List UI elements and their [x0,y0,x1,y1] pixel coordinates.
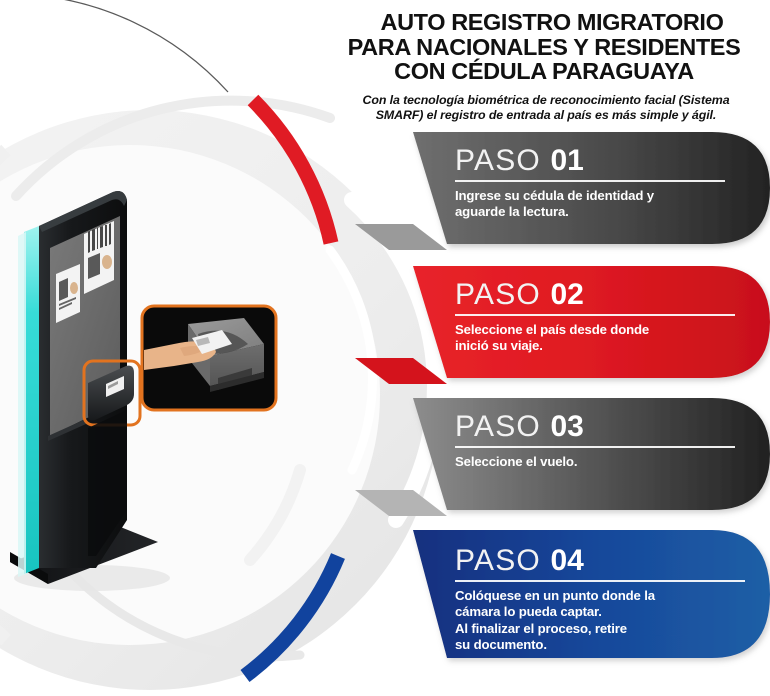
step-02-tail-flap [355,358,447,384]
blue-arc [240,553,345,683]
step-card-02-shape [355,266,770,384]
step-04-desc-line-3: Al finalizar el proceso, retire [455,620,627,636]
step-04-desc-line-2: cámara lo pueda captar. [455,604,602,620]
subtitle-line-2: SMARF) el registro de entrada al país es… [375,108,717,122]
step-01-description: Ingrese su cédula de identidad y aguarde… [455,188,725,221]
subtitle-line-1: Con la tecnología biométrica de reconoci… [362,92,730,107]
title-line-1: AUTO REGISTRO MIGRATORIO [380,9,724,35]
step-card-04[interactable]: PASO 04 Colóquese en un punto donde la c… [355,530,770,670]
step-03-heading: PASO 03 [455,410,735,443]
step-03-number: 03 [550,410,584,443]
step-03-body [413,398,770,510]
hairline-arc [63,0,229,93]
step-card-02[interactable]: PASO 02 Seleccione el país desde donde i… [355,266,770,388]
header: AUTO REGISTRO MIGRATORIO PARA NACIONALES… [330,10,770,124]
step-card-01[interactable]: PASO 01 Ingrese su cédula de identidad y… [355,132,770,254]
step-01-text: PASO 01 Ingrese su cédula de identidad y… [455,144,725,221]
page-title: AUTO REGISTRO MIGRATORIO PARA NACIONALES… [330,10,770,84]
step-04-desc-line-1: Colóquese en un punto donde la [455,588,655,603]
step-card-03[interactable]: PASO 03 Seleccione el vuelo. [355,398,770,520]
step-03-desc-line-1: Seleccione el vuelo. [455,454,578,469]
step-03-tail-flap [355,490,447,516]
step-03-rule [455,446,735,448]
step-01-desc-line-1: Ingrese su cédula de identidad y [455,188,654,203]
step-02-desc-line-1: Seleccione el país desde donde [455,322,650,337]
step-02-body [413,266,770,378]
red-arc [247,94,339,245]
card-reader-inset-svg [140,304,278,412]
card-reader-inset [140,300,280,425]
step-03-description: Seleccione el vuelo. [455,454,735,470]
step-02-number: 02 [550,278,584,311]
step-02-text: PASO 02 Seleccione el país desde donde i… [455,278,735,355]
page-subtitle: Con la tecnología biométrica de reconoci… [330,93,770,124]
title-line-2: PARA NACIONALES Y RESIDENTES [347,33,741,60]
step-02-description: Seleccione el país desde donde inició su… [455,322,735,355]
kiosk-svg [10,191,170,591]
inset-id-card [192,330,232,354]
title-line-3: CON CÉDULA PARAGUAYA [394,58,694,84]
step-01-label: PASO [455,144,541,177]
step-01-tail-flap [355,224,447,250]
reader-card [106,376,124,397]
step-card-04-shape [413,530,770,658]
step-01-body [413,132,770,244]
step-01-number: 01 [550,144,584,177]
kiosk-ticket-slot [48,419,86,441]
step-04-heading: PASO 04 [455,544,745,577]
kiosk-led-strip [24,226,39,574]
step-01-heading: PASO 01 [455,144,725,177]
kiosk-illustration [0,170,200,615]
step-02-rule [455,314,735,316]
step-02-heading: PASO 02 [455,278,735,311]
step-03-label: PASO [455,410,541,443]
step-card-03-shape [355,398,770,516]
step-card-01-shape [355,132,770,250]
step-04-rule [455,580,745,582]
step-01-rule [455,180,725,182]
step-04-description: Colóquese en un punto donde la cámara lo… [455,588,745,654]
step-04-desc-line-4: su documento. [455,637,547,653]
step-01-desc-line-2: aguarde la lectura. [455,204,569,220]
step-04-label: PASO [455,544,541,577]
step-04-text: PASO 04 Colóquese en un punto donde la c… [455,544,745,654]
step-02-label: PASO [455,278,541,311]
step-04-body [413,530,770,658]
step-04-number: 04 [550,544,584,577]
step-02-desc-line-2: inició su viaje. [455,338,543,354]
step-03-text: PASO 03 Seleccione el vuelo. [455,410,735,470]
